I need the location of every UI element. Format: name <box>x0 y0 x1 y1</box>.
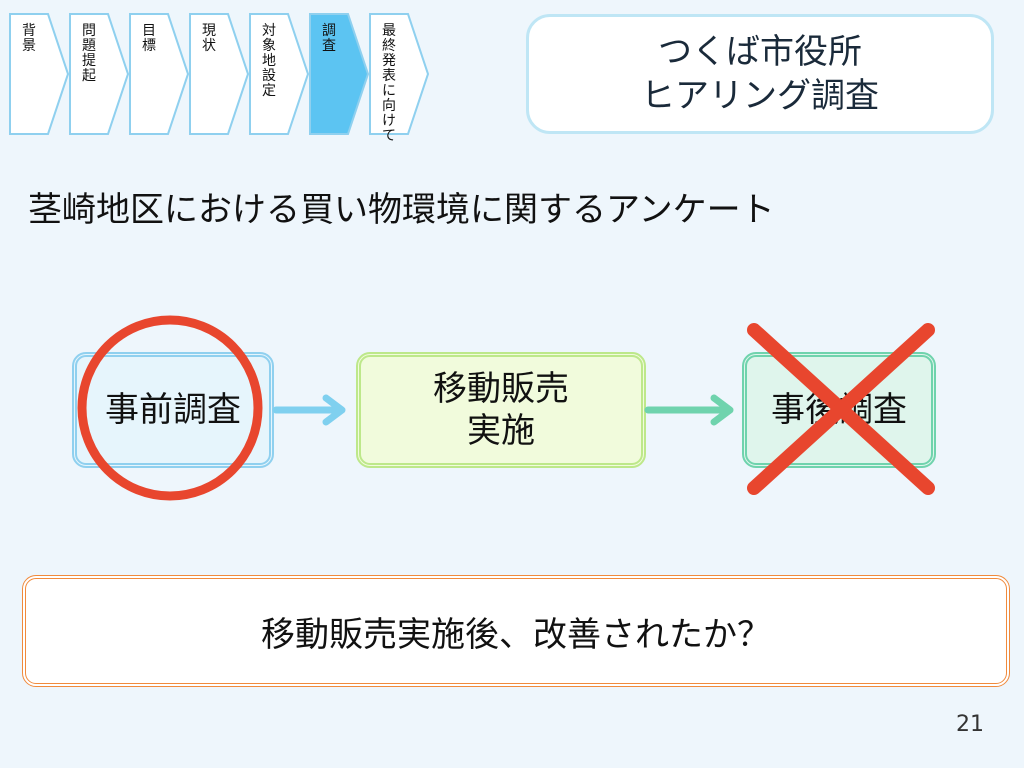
survey-heading: 茎崎地区における買い物環境に関するアンケート <box>28 190 775 230</box>
progress-step-label-1: 背 景 <box>22 23 36 54</box>
progress-step-label-2: 問 題 提 起 <box>82 23 96 84</box>
progress-step-label-5: 対 象 地 設 定 <box>262 23 276 99</box>
pre-survey-box: 事前調査 <box>72 352 274 468</box>
post-survey-label: 事後調査 <box>771 390 907 430</box>
progress-steps <box>9 13 430 135</box>
page-number: 21 <box>956 712 984 737</box>
mobile-sales-box: 移動販売 実施 <box>356 352 646 468</box>
pre-survey-label: 事前調査 <box>105 390 241 430</box>
question-box: 移動販売実施後、改善されたか？ <box>22 575 1010 687</box>
question-text: 移動販売実施後、改善されたか？ <box>261 614 771 655</box>
arrow-mid-to-post <box>644 394 734 426</box>
progress-step-5 <box>249 13 310 135</box>
progress-step-6 <box>309 13 370 135</box>
progress-step-label-4: 現 状 <box>202 23 216 54</box>
progress-step-2 <box>69 13 130 135</box>
progress-step-label-6: 調 査 <box>322 23 336 54</box>
progress-step-3 <box>129 13 190 135</box>
progress-step-label-3: 目 標 <box>142 23 156 54</box>
arrow-pre-to-mid <box>272 394 346 426</box>
progress-step-7 <box>369 13 430 135</box>
progress-step-1 <box>9 13 70 135</box>
slide-title: つくば市役所 ヒアリング調査 <box>641 32 879 116</box>
slide-title-box: つくば市役所 ヒアリング調査 <box>526 14 994 134</box>
progress-step-label-7: 最 終 発 表 に 向 け て <box>382 23 396 144</box>
post-survey-box: 事後調査 <box>742 352 936 468</box>
mobile-sales-label: 移動販売 実施 <box>433 369 569 451</box>
progress-step-4 <box>189 13 250 135</box>
